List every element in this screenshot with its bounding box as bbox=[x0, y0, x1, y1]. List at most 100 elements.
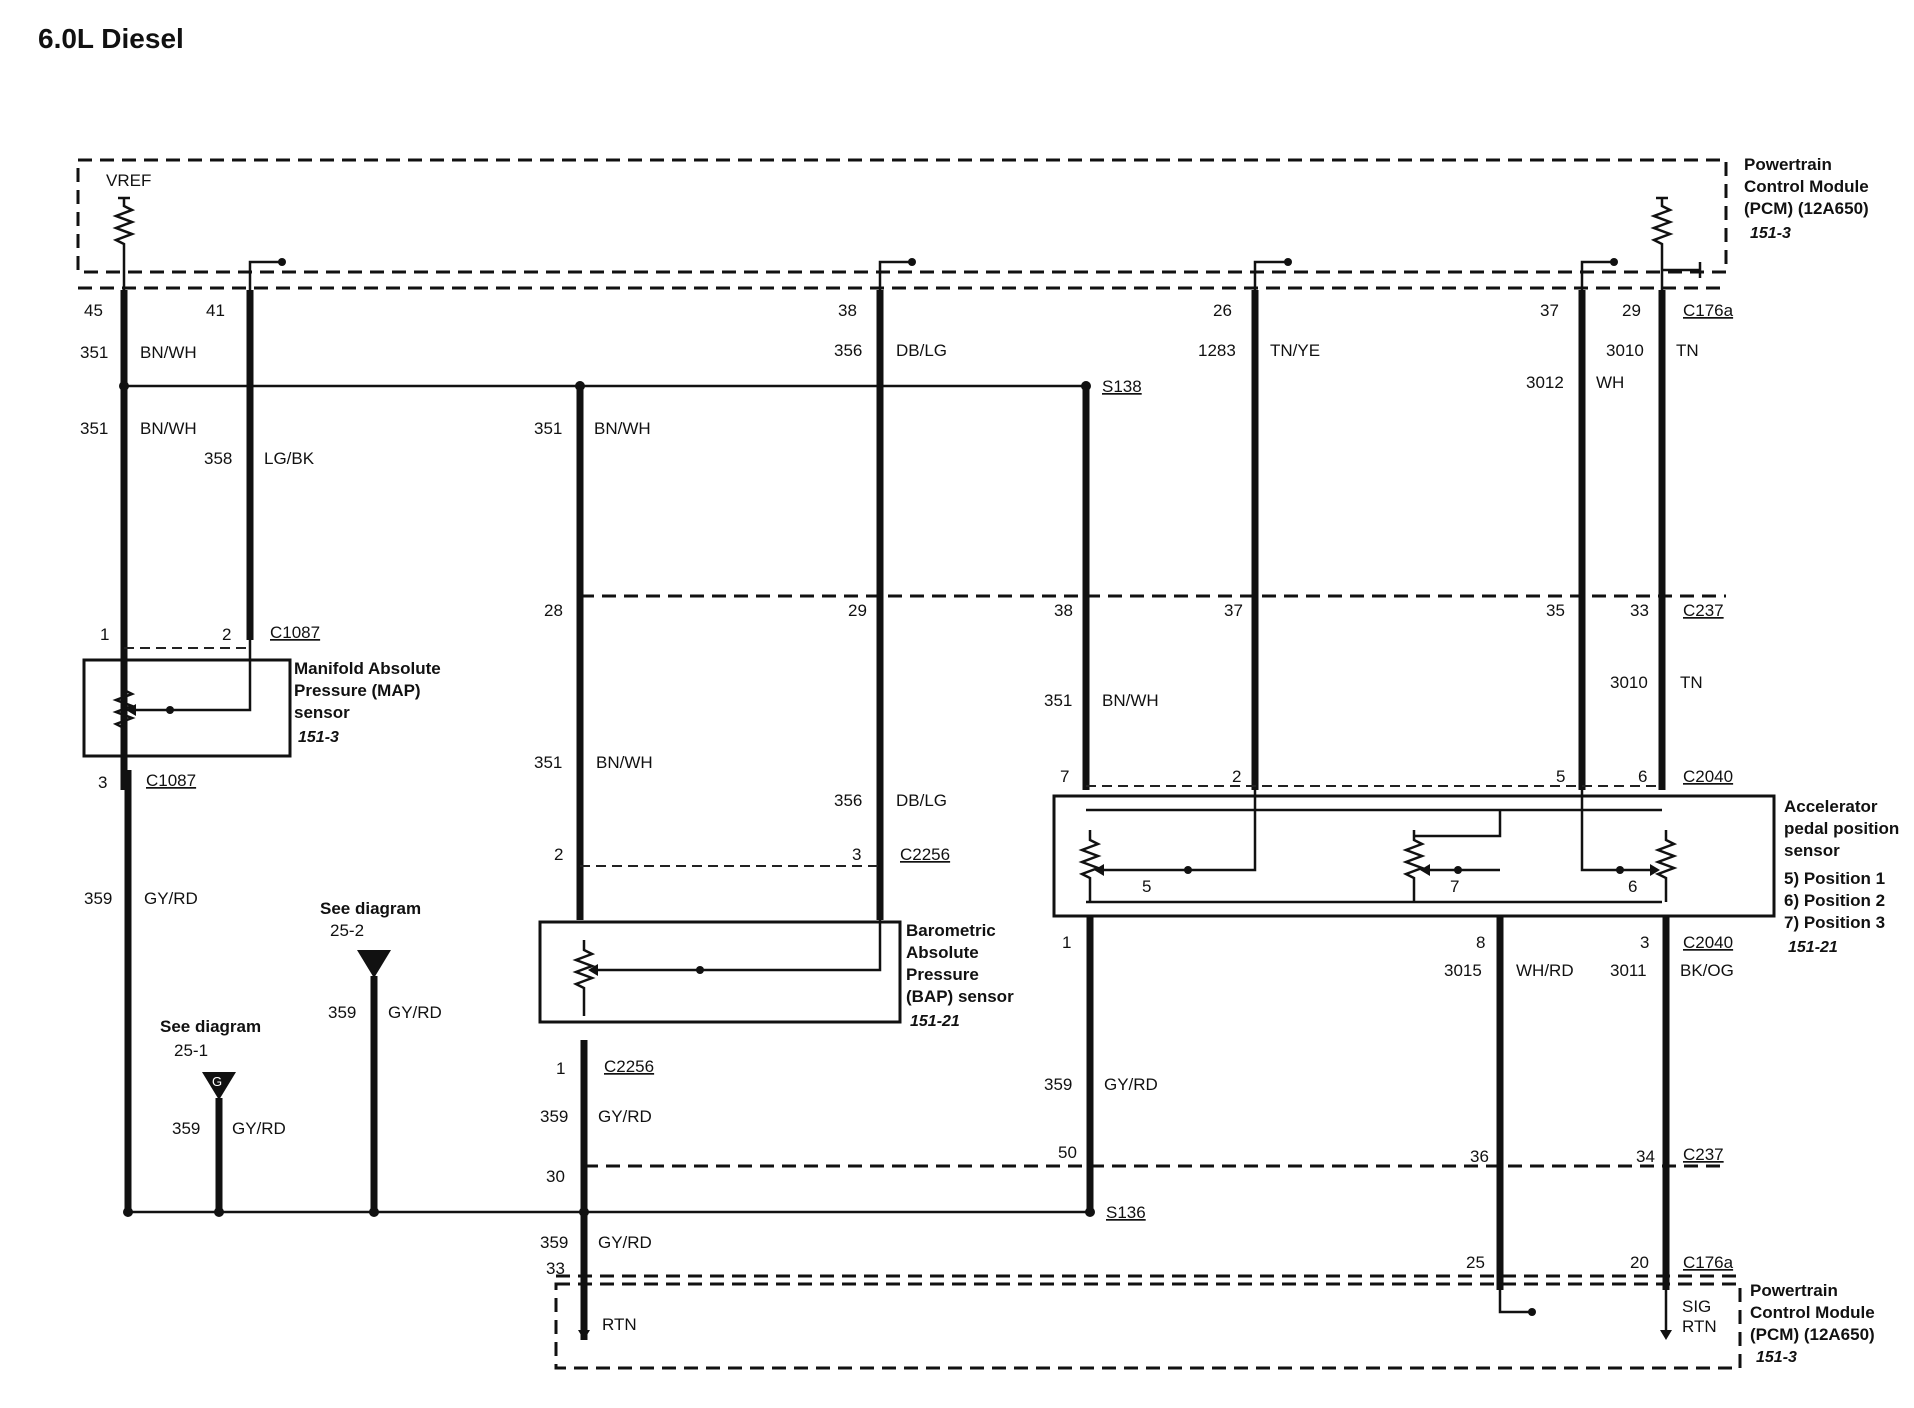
lbl-359-bap: 359 bbox=[540, 1107, 568, 1126]
c176a-top-label: C176a bbox=[1683, 301, 1734, 320]
lbl-bnwh-d: BN/WH bbox=[596, 753, 653, 772]
lbl-gyrd-bap2: GY/RD bbox=[598, 1233, 652, 1252]
app-position-2: 6) Position 2 bbox=[1784, 891, 1885, 910]
lbl-tn-b: TN bbox=[1680, 673, 1703, 692]
app-pot-2-icon bbox=[1654, 830, 1678, 902]
app-pos-7: 7 bbox=[1450, 877, 1459, 896]
pin-45: 45 bbox=[84, 301, 103, 320]
app-label-3: sensor bbox=[1784, 841, 1840, 860]
pin-20: 20 bbox=[1630, 1253, 1649, 1272]
see-diagram-2-label: See diagram bbox=[320, 899, 421, 918]
pcm-bottom-sig: SIG bbox=[1682, 1297, 1711, 1316]
app-pos-5: 5 bbox=[1142, 877, 1151, 896]
lbl-bkog: BK/OG bbox=[1680, 961, 1734, 980]
app-position-1: 5) Position 1 bbox=[1784, 869, 1885, 888]
app-label-1: Accelerator bbox=[1784, 797, 1878, 816]
lbl-gyrd-map: GY/RD bbox=[144, 889, 198, 908]
pin-29: 29 bbox=[1622, 301, 1641, 320]
map-c1087-top: C1087 bbox=[270, 623, 320, 642]
vref-label: VREF bbox=[106, 171, 151, 190]
app-pot-3-icon bbox=[1402, 830, 1426, 902]
c237-pin-34: 34 bbox=[1636, 1147, 1655, 1166]
see-diagram-1-marker-icon bbox=[202, 1072, 236, 1100]
map-pin-1: 1 bbox=[100, 625, 109, 644]
c237-pin-28: 28 bbox=[544, 601, 563, 620]
app-pin-1: 1 bbox=[1062, 933, 1071, 952]
map-label-2: Pressure (MAP) bbox=[294, 681, 421, 700]
lbl-whrd: WH/RD bbox=[1516, 961, 1574, 980]
see-diagram-2-marker-icon bbox=[357, 950, 391, 978]
app-position-3: 7) Position 3 bbox=[1784, 913, 1885, 932]
app-c2040-top: C2040 bbox=[1683, 767, 1733, 786]
lbl-tnye: TN/YE bbox=[1270, 341, 1320, 360]
lbl-359-bap2: 359 bbox=[540, 1233, 568, 1252]
map-label-1: Manifold Absolute bbox=[294, 659, 441, 678]
map-ref: 151-3 bbox=[298, 729, 339, 746]
lbl-351-d: 351 bbox=[534, 753, 562, 772]
pcm-top-label-3: (PCM) (12A650) bbox=[1744, 199, 1869, 218]
pin-25: 25 bbox=[1466, 1253, 1485, 1272]
bap-ref: 151-21 bbox=[910, 1013, 960, 1030]
see-diagram-1-label: See diagram bbox=[160, 1017, 261, 1036]
pin-38: 38 bbox=[838, 301, 857, 320]
pin-33: 33 bbox=[546, 1259, 565, 1278]
map-resistor-icon bbox=[112, 680, 136, 750]
lbl-359-map: 359 bbox=[84, 889, 112, 908]
map-sensor-box bbox=[82, 658, 292, 758]
c237-pin-37: 37 bbox=[1224, 601, 1243, 620]
lbl-3010-a: 3010 bbox=[1606, 341, 1644, 360]
pcm-bottom-ref: 151-3 bbox=[1756, 1349, 1797, 1366]
lbl-359-app: 359 bbox=[1044, 1075, 1072, 1094]
app-sensor-box bbox=[1052, 794, 1776, 918]
lbl-dblg-b: DB/LG bbox=[896, 791, 947, 810]
page-title: 6.0L Diesel bbox=[38, 23, 184, 54]
pcm-bottom-label-2: Control Module bbox=[1750, 1303, 1875, 1322]
pcm-top-box bbox=[76, 158, 1728, 274]
see-diagram-1-ref: 25-1 bbox=[174, 1041, 208, 1060]
lbl-3010-b: 3010 bbox=[1610, 673, 1648, 692]
lbl-bnwh-b: BN/WH bbox=[140, 419, 197, 438]
c237-pin-50: 50 bbox=[1058, 1143, 1077, 1162]
c237-upper-label: C237 bbox=[1683, 601, 1724, 620]
bap-c2256-top: C2256 bbox=[900, 845, 950, 864]
lbl-356-b: 356 bbox=[834, 791, 862, 810]
pcm-bottom-rtn2: RTN bbox=[1682, 1317, 1717, 1336]
lbl-356-a: 356 bbox=[834, 341, 862, 360]
c237-pin-38: 38 bbox=[1054, 601, 1073, 620]
pcm-bottom-label-1: Powertrain bbox=[1750, 1281, 1838, 1300]
lbl-351-a: 351 bbox=[80, 343, 108, 362]
bap-resistor-icon bbox=[572, 940, 596, 1016]
bap-pin-1: 1 bbox=[556, 1059, 565, 1078]
pin-41: 41 bbox=[206, 301, 225, 320]
bap-pin-3: 3 bbox=[852, 845, 861, 864]
c237-pin-35: 35 bbox=[1546, 601, 1565, 620]
lbl-359-g2: 359 bbox=[328, 1003, 356, 1022]
see-diagram-1-marker: G bbox=[212, 1074, 222, 1089]
lbl-bnwh-e: BN/WH bbox=[1102, 691, 1159, 710]
c237-pin-36: 36 bbox=[1470, 1147, 1489, 1166]
pcm-top-label-1: Powertrain bbox=[1744, 155, 1832, 174]
lbl-1283: 1283 bbox=[1198, 341, 1236, 360]
bap-pin-2: 2 bbox=[554, 845, 563, 864]
bap-c2256-bottom: C2256 bbox=[604, 1057, 654, 1076]
map-pin-2: 2 bbox=[222, 625, 231, 644]
c237-pin-29: 29 bbox=[848, 601, 867, 620]
lbl-tn-a: TN bbox=[1676, 341, 1699, 360]
pcm-bottom-box bbox=[554, 1282, 1742, 1370]
vref-resistor-icon bbox=[112, 198, 136, 290]
lbl-gyrd-g2: GY/RD bbox=[388, 1003, 442, 1022]
bap-label-1: Barometric bbox=[906, 921, 996, 940]
lbl-gyrd-bap: GY/RD bbox=[598, 1107, 652, 1126]
app-ref: 151-21 bbox=[1788, 939, 1838, 956]
lbl-3011: 3011 bbox=[1610, 961, 1647, 980]
c237-lower-label: C237 bbox=[1683, 1145, 1724, 1164]
app-pin-6: 6 bbox=[1638, 767, 1647, 786]
pcm-bottom-rtn: RTN bbox=[602, 1315, 637, 1334]
map-c1087-bottom: C1087 bbox=[146, 771, 196, 790]
lbl-351-b: 351 bbox=[80, 419, 108, 438]
map-label-3: sensor bbox=[294, 703, 350, 722]
bap-label-3: Pressure bbox=[906, 965, 979, 984]
lbl-gyrd-app: GY/RD bbox=[1104, 1075, 1158, 1094]
lbl-gyrd-g1: GY/RD bbox=[232, 1119, 286, 1138]
